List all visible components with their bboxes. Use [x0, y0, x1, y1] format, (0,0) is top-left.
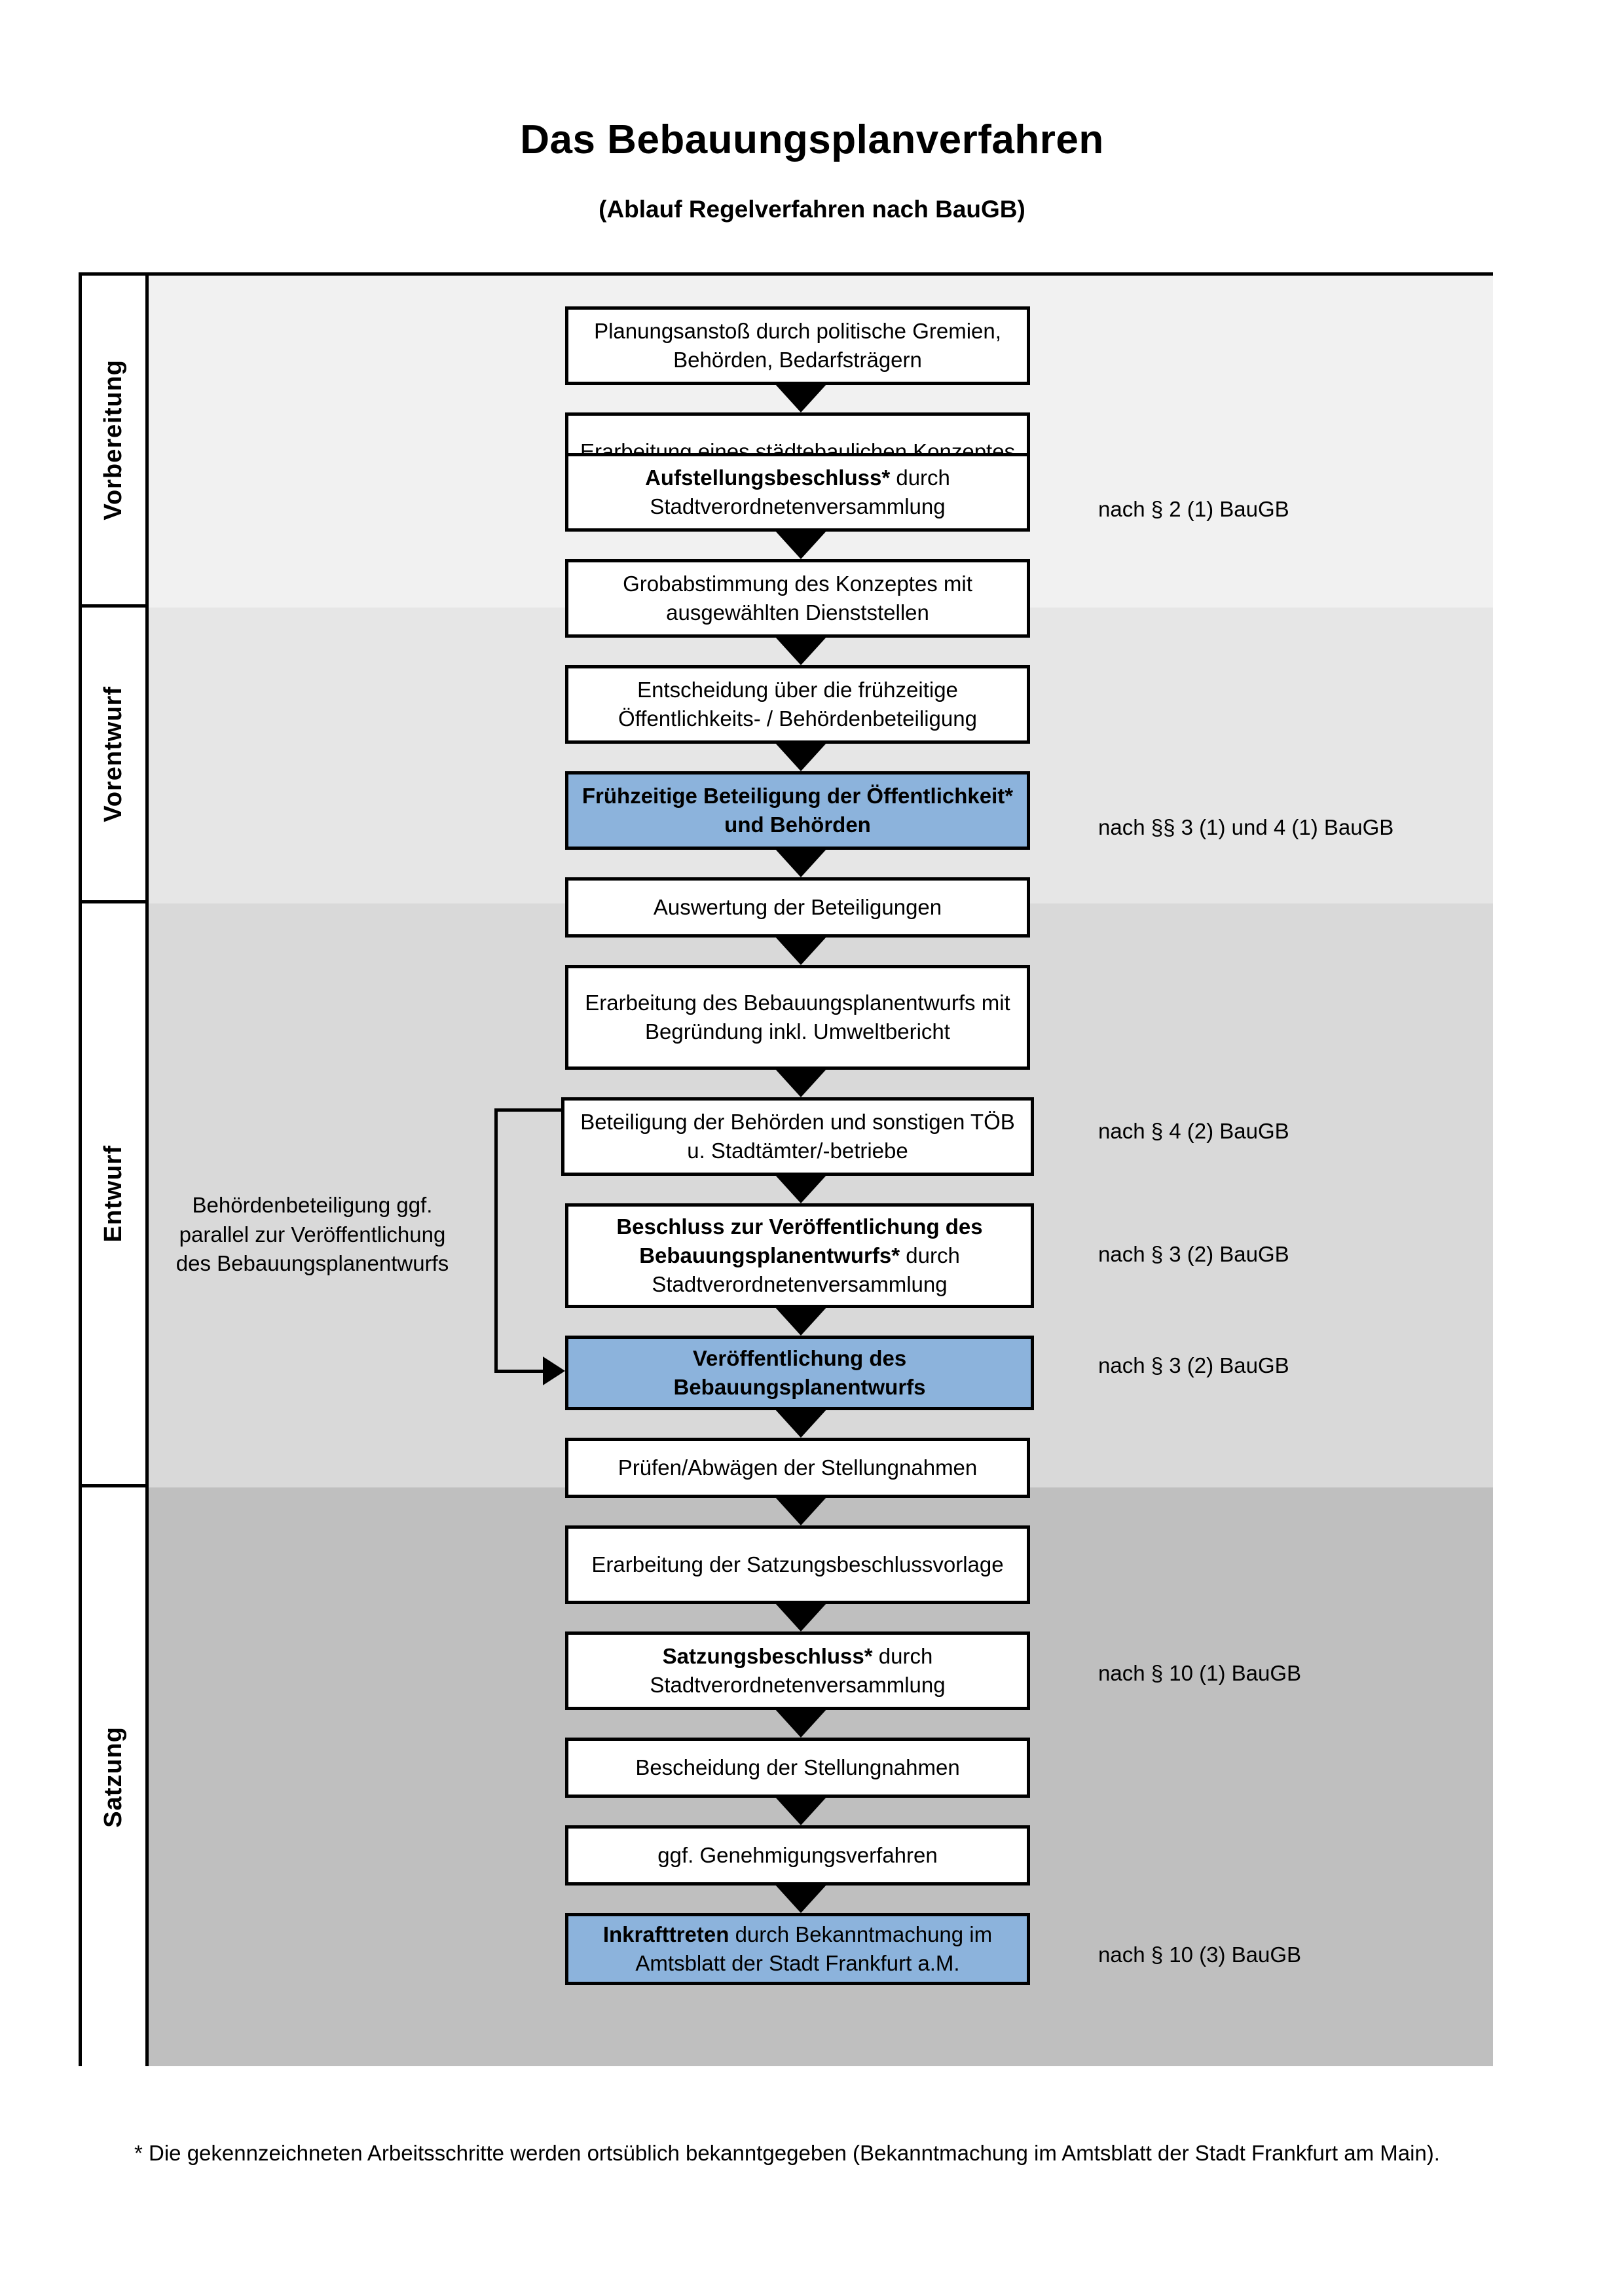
flow-step-s17-label: Inkrafttreten durch Bekanntmachung im Am…	[602, 1922, 993, 1975]
footnote-text: * Die gekennzeichneten Arbeitsschritte w…	[134, 2141, 1440, 2165]
flow-step-s1[interactable]: Planungsanstoß durch politische Gremien,…	[565, 306, 1030, 385]
phase-label-satzung-text: Satzung	[100, 1726, 127, 1828]
flow-step-s4[interactable]: Grobabstimmung des Konzeptes mit ausgewä…	[565, 559, 1030, 638]
flow-step-s5-label: Entscheidung über die frühzeitige Öffent…	[618, 678, 977, 731]
diagram-frame: Vorbereitung Vorentwurf Entwurf Satzung …	[79, 272, 1493, 2066]
flow-step-s9-label: Beteiligung der Behörden und sonstigen T…	[580, 1110, 1015, 1163]
arrow-s10-s11	[775, 1307, 827, 1336]
flow-step-s8[interactable]: Erarbeitung des Bebauungsplanentwurfs mi…	[565, 965, 1030, 1070]
flow-step-s6[interactable]: Frühzeitige Beteiligung der Öffentlichke…	[565, 771, 1030, 850]
annotation-a7-text: nach § 10 (3) BauGB	[1098, 1942, 1302, 1967]
annotation-a2-text: nach §§ 3 (1) und 4 (1) BauGB	[1098, 815, 1394, 839]
annotation-a6-text: nach § 10 (1) BauGB	[1098, 1661, 1302, 1685]
flow-step-s8-label: Erarbeitung des Bebauungsplanentwurfs mi…	[585, 991, 1010, 1044]
flow-step-s10[interactable]: Beschluss zur Veröffentlichung des Bebau…	[565, 1203, 1034, 1308]
flow-step-s13-label: Erarbeitung der Satzungsbeschlussvorlage	[591, 1552, 1004, 1577]
annotation-a4: nach § 3 (2) BauGB	[1098, 1241, 1289, 1267]
connector-arrowhead-icon	[543, 1357, 565, 1385]
phase-label-vorentwurf-text: Vorentwurf	[100, 685, 127, 822]
flow-step-s15-label: Bescheidung der Stellungnahmen	[635, 1755, 960, 1780]
connector-top-segment	[494, 1108, 564, 1112]
arrow-s14-s15	[775, 1709, 827, 1738]
arrow-s4-s5	[775, 636, 827, 665]
arrow-s16-s17	[775, 1884, 827, 1913]
title-block: Das Bebauungsplanverfahren (Ablauf Regel…	[0, 117, 1624, 223]
phase-label-column: Vorbereitung Vorentwurf Entwurf Satzung	[82, 276, 149, 2066]
annotation-a1: nach § 2 (1) BauGB	[1098, 496, 1289, 522]
arrow-s7-s8	[775, 936, 827, 965]
annotation-a5-text: nach § 3 (2) BauGB	[1098, 1353, 1289, 1377]
flow-step-s11-label: Veröffentlichung des Bebauungsplanentwur…	[673, 1346, 926, 1399]
phase-label-vorbereitung-text: Vorbereitung	[100, 359, 127, 520]
flow-step-s9[interactable]: Beteiligung der Behörden und sonstigen T…	[561, 1097, 1034, 1176]
flow-step-s14-label: Satzungsbeschluss* durch Stadtverordnete…	[650, 1644, 946, 1697]
flow-step-s17[interactable]: Inkrafttreten durch Bekanntmachung im Am…	[565, 1913, 1030, 1985]
arrow-s13-s14	[775, 1603, 827, 1631]
arrow-s6-s7	[775, 848, 827, 877]
phase-label-vorentwurf: Vorentwurf	[82, 608, 145, 903]
annotation-a6: nach § 10 (1) BauGB	[1098, 1660, 1301, 1686]
annotation-a3: nach § 4 (2) BauGB	[1098, 1118, 1289, 1144]
flow-step-s3-label: Aufstellungsbeschluss* durch Stadtverord…	[645, 465, 950, 519]
flow-step-s12-label: Prüfen/Abwägen der Stellungnahmen	[618, 1455, 978, 1480]
flow-step-s5[interactable]: Entscheidung über die frühzeitige Öffent…	[565, 665, 1030, 744]
flow-step-s13[interactable]: Erarbeitung der Satzungsbeschlussvorlage	[565, 1525, 1030, 1604]
annotation-a3-text: nach § 4 (2) BauGB	[1098, 1119, 1289, 1143]
arrow-s12-s13	[775, 1497, 827, 1525]
annotation-a4-text: nach § 3 (2) BauGB	[1098, 1242, 1289, 1266]
flow-step-s1-label: Planungsanstoß durch politische Gremien,…	[594, 319, 1001, 372]
flow-step-s15[interactable]: Bescheidung der Stellungnahmen	[565, 1738, 1030, 1798]
flow-step-s16[interactable]: ggf. Genehmigungsverfahren	[565, 1825, 1030, 1886]
flow-step-s3[interactable]: Aufstellungsbeschluss* durch Stadtverord…	[565, 453, 1030, 532]
annotation-a1-text: nach § 2 (1) BauGB	[1098, 497, 1289, 521]
connector-bottom-segment	[494, 1370, 543, 1373]
arrow-s9-s10	[775, 1175, 827, 1203]
annotation-a7: nach § 10 (3) BauGB	[1098, 1942, 1301, 1968]
flow-step-s16-label: ggf. Genehmigungsverfahren	[657, 1843, 938, 1868]
flow-step-s10-label: Beschluss zur Veröffentlichung des Bebau…	[616, 1214, 983, 1296]
footnote: * Die gekennzeichneten Arbeitsschritte w…	[134, 2136, 1503, 2171]
flow-step-s4-label: Grobabstimmung des Konzeptes mit ausgewä…	[623, 572, 972, 625]
sidenote-parallel-procedure: Behördenbeteiligung ggf. parallel zur Ve…	[162, 1191, 463, 1279]
arrow-s11-s12	[775, 1409, 827, 1438]
page-title: Das Bebauungsplanverfahren	[520, 117, 1104, 162]
annotation-a2: nach §§ 3 (1) und 4 (1) BauGB	[1098, 814, 1393, 841]
sidenote-text: Behördenbeteiligung ggf. parallel zur Ve…	[175, 1193, 449, 1276]
flow-step-s7[interactable]: Auswertung der Beteiligungen	[565, 877, 1030, 938]
annotation-a5: nach § 3 (2) BauGB	[1098, 1353, 1289, 1379]
flow-step-s7-label: Auswertung der Beteiligungen	[653, 895, 942, 920]
arrow-s15-s16	[775, 1796, 827, 1825]
flow-step-s12[interactable]: Prüfen/Abwägen der Stellungnahmen	[565, 1438, 1030, 1498]
phase-label-entwurf: Entwurf	[82, 903, 145, 1487]
phase-label-vorbereitung: Vorbereitung	[82, 276, 145, 608]
flow-step-s14[interactable]: Satzungsbeschluss* durch Stadtverordnete…	[565, 1631, 1030, 1710]
page-subtitle: (Ablauf Regelverfahren nach BauGB)	[599, 196, 1025, 223]
arrow-s1-s2	[775, 384, 827, 412]
arrow-s8-s9	[775, 1068, 827, 1097]
phase-label-satzung: Satzung	[82, 1487, 145, 2066]
flow-step-s11[interactable]: Veröffentlichung des Bebauungsplanentwur…	[565, 1336, 1034, 1410]
connector-vertical-segment	[494, 1108, 498, 1373]
arrow-s5-s6	[775, 742, 827, 771]
phase-label-entwurf-text: Entwurf	[100, 1145, 127, 1243]
arrow-s3-s4	[775, 530, 827, 559]
flow-step-s6-label: Frühzeitige Beteiligung der Öffentlichke…	[581, 784, 1014, 837]
